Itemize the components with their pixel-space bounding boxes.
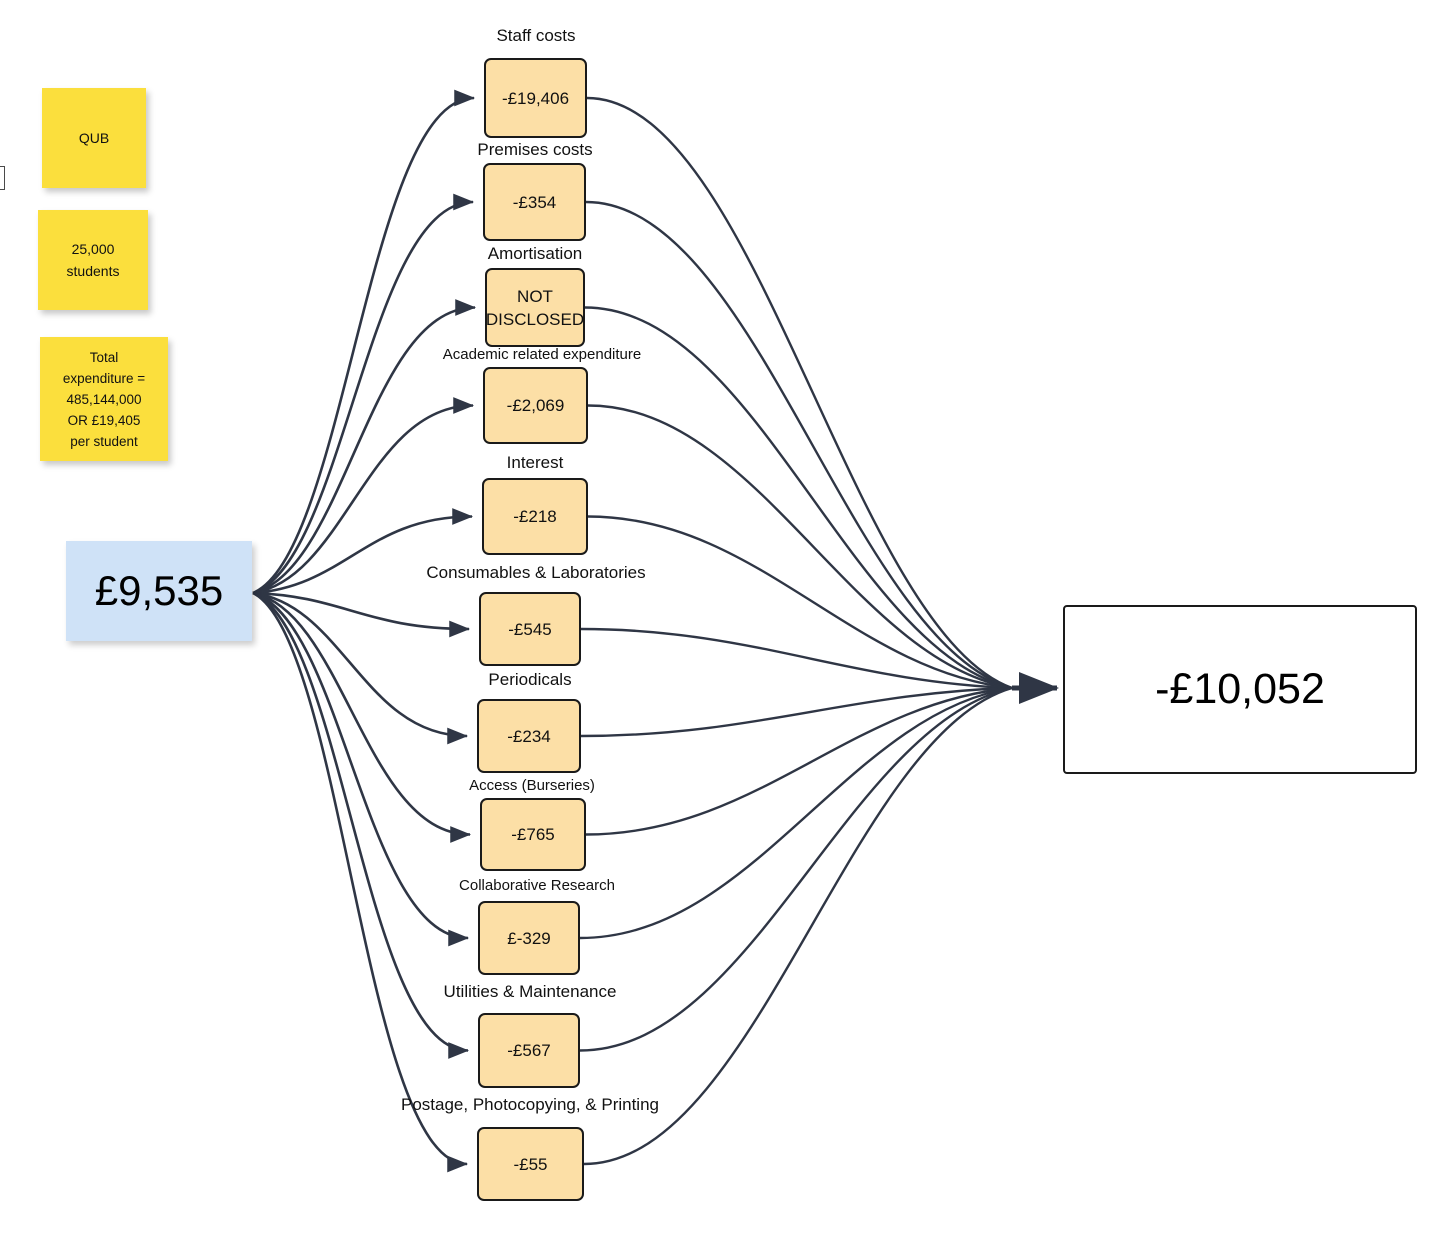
step-box-9: -£567 — [478, 1013, 580, 1088]
step-label-0: Staff costs — [496, 26, 576, 45]
step-box-4: -£218 — [482, 478, 588, 555]
edge-source-to-step-0 — [252, 89, 476, 595]
edge-step-0-to-target — [586, 96, 1013, 690]
step-box-0: -£19,406 — [484, 58, 587, 138]
step-label-4: Interest — [506, 453, 564, 472]
edge-source-to-step-3 — [252, 397, 475, 595]
sticky-note-students: 25,000 students — [38, 210, 148, 310]
target-node-total: -£10,052 — [1063, 605, 1417, 774]
edge-step-10-to-target — [583, 686, 1013, 1166]
edge-source-to-step-5 — [252, 591, 471, 638]
step-box-10: -£55 — [477, 1127, 584, 1201]
edge-source-to-step-8 — [252, 591, 470, 947]
edge-source-to-step-4 — [252, 508, 474, 595]
edge-step-6-to-target — [580, 686, 1013, 738]
edge-source-to-step-7 — [252, 591, 472, 843]
edge-source-to-step-9 — [252, 591, 470, 1059]
step-label-2: Amortisation — [487, 244, 583, 263]
edge-step-3-to-target — [587, 404, 1013, 690]
step-label-3: Academic related expenditure — [442, 346, 642, 363]
edges-steps-to-target — [579, 96, 1013, 1166]
step-label-5: Consumables & Laboratories — [426, 563, 646, 582]
edge-source-to-step-1 — [252, 193, 475, 595]
step-box-8: £-329 — [478, 901, 580, 975]
sticky-note-total-expenditure: Total expenditure = 485,144,000 OR £19,4… — [40, 337, 168, 461]
edge-step-5-to-target — [580, 627, 1013, 690]
edge-source-to-step-6 — [252, 591, 469, 745]
edge-step-4-to-target — [587, 515, 1013, 690]
step-label-9: Utilities & Maintenance — [443, 982, 617, 1001]
step-label-7: Access (Burseries) — [469, 777, 595, 794]
step-label-10: Postage, Photocopying, & Printing — [401, 1095, 659, 1114]
edge-step-9-to-target — [579, 686, 1013, 1052]
edge-step-7-to-target — [585, 686, 1013, 836]
step-box-7: -£765 — [480, 798, 586, 871]
edge-step-1-to-target — [585, 200, 1013, 690]
edge-step-8-to-target — [579, 686, 1013, 940]
step-box-6: -£234 — [477, 699, 581, 773]
step-box-2: NOT DISCLOSED — [485, 268, 585, 347]
step-label-6: Periodicals — [488, 670, 572, 689]
edge-source-to-step-10 — [252, 591, 469, 1173]
edge-artifact — [0, 166, 5, 190]
edges-source-to-steps — [252, 89, 477, 1173]
step-label-8: Collaborative Research — [459, 877, 615, 894]
step-box-1: -£354 — [483, 163, 586, 241]
source-node-income: £9,535 — [66, 541, 252, 641]
step-box-5: -£545 — [479, 592, 581, 666]
step-label-1: Premises costs — [477, 140, 593, 159]
step-box-3: -£2,069 — [483, 367, 588, 444]
sticky-note-qub: QUB — [42, 88, 146, 188]
edge-source-to-step-2 — [252, 299, 477, 595]
edge-step-2-to-target — [584, 306, 1013, 690]
